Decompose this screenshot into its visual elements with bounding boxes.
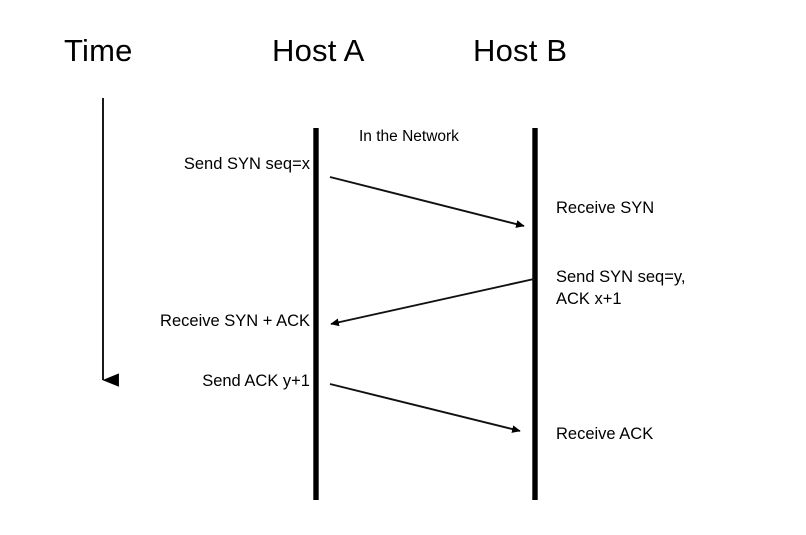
label-send-syn-seq-x: Send SYN seq=x bbox=[183, 155, 310, 173]
label-send-ack-y1: Send ACK y+1 bbox=[202, 372, 310, 390]
in-the-network-label: In the Network bbox=[359, 128, 459, 145]
host-a-heading: Host A bbox=[272, 33, 365, 68]
label-receive-ack: Receive ACK bbox=[556, 425, 654, 443]
label-send-syn-seq-y-line1: Send SYN seq=y, bbox=[556, 268, 686, 286]
host-b-heading: Host B bbox=[473, 33, 568, 68]
message-arrow-syn bbox=[329, 176, 525, 228]
label-receive-syn-ack: Receive SYN + ACK bbox=[160, 312, 310, 330]
message-arrow-syn-ack bbox=[330, 278, 535, 327]
label-send-syn-seq-y-line2: ACK x+1 bbox=[556, 290, 622, 308]
message-arrow-ack bbox=[329, 383, 521, 433]
label-receive-syn: Receive SYN bbox=[556, 199, 655, 217]
time-heading: Time bbox=[64, 33, 133, 68]
